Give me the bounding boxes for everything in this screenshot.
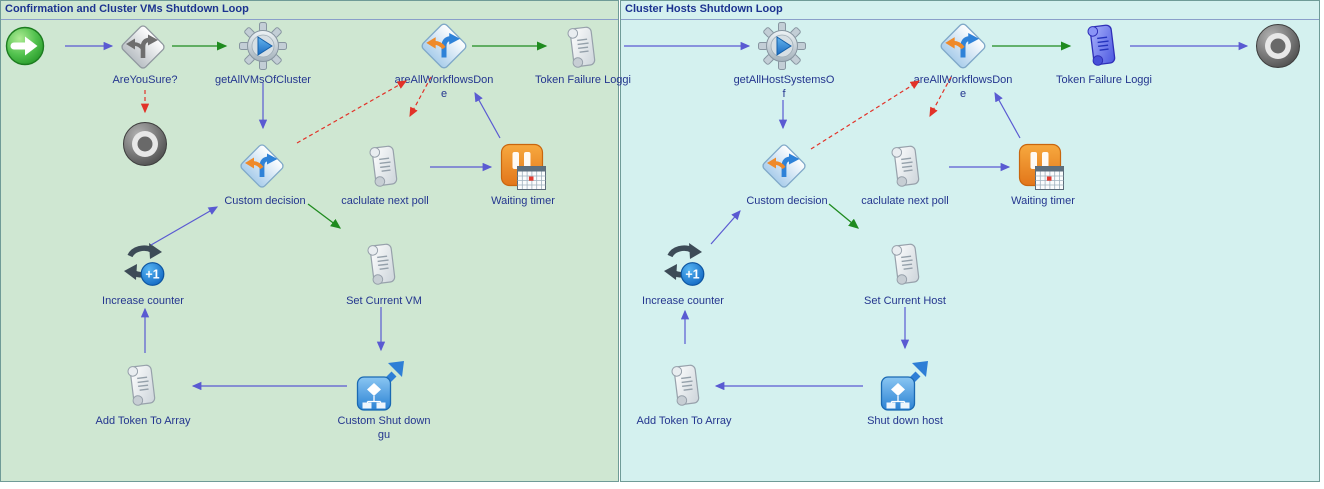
- node-shutdown-host[interactable]: [879, 360, 929, 412]
- node-start[interactable]: [5, 26, 45, 66]
- scriptable-task-icon: [887, 240, 923, 288]
- node-label-add-token-to-array: Add Token To Array: [95, 415, 191, 427]
- increase-counter-icon: [659, 241, 707, 287]
- node-label-increase-counter: Increase counter: [102, 295, 184, 307]
- region-title-vms: Confirmation and Cluster VMs Shutdown Lo…: [1, 1, 618, 20]
- node-label-waiting-timer: Waiting timer: [491, 195, 555, 207]
- action-gear-icon: [757, 21, 807, 71]
- node-label-set-current-vm: Set Current VM: [346, 295, 422, 307]
- node-label-areyousure: AreYouSure?: [112, 74, 178, 86]
- node-areyousure[interactable]: [119, 23, 167, 71]
- custom-decision-icon: [760, 142, 808, 190]
- scriptable-task-icon: [123, 361, 159, 409]
- node-getallhostsystems[interactable]: [757, 21, 807, 71]
- node-increase-counter[interactable]: [119, 241, 167, 287]
- node-end[interactable]: [122, 121, 168, 167]
- workflow-element-icon: [355, 360, 405, 412]
- scriptable-task-icon: [563, 23, 599, 71]
- node-token-failure-logging[interactable]: [563, 23, 599, 71]
- node-custom-shutdown[interactable]: [355, 360, 405, 412]
- node-end-hosts[interactable]: [1255, 23, 1301, 69]
- workflow-element-icon: [879, 360, 929, 412]
- node-label-add-token-to-array-hosts: Add Token To Array: [636, 415, 732, 427]
- scriptable-task-icon: [667, 361, 703, 409]
- node-label-custom-decision-hosts: Custom decision: [746, 195, 828, 207]
- node-areallworkflowsdone-hosts[interactable]: [938, 21, 988, 71]
- decision-icon: [119, 23, 167, 71]
- node-set-current-vm[interactable]: [363, 240, 399, 288]
- waiting-timer-icon: [500, 143, 546, 191]
- node-increase-counter-hosts[interactable]: [659, 241, 707, 287]
- node-waiting-timer[interactable]: [500, 143, 546, 191]
- waiting-timer-icon: [1018, 143, 1064, 191]
- region-vms-shutdown-loop[interactable]: Confirmation and Cluster VMs Shutdown Lo…: [0, 0, 619, 482]
- node-label-waiting-timer-hosts: Waiting timer: [1011, 195, 1075, 207]
- node-calculate-next-poll-hosts[interactable]: [887, 142, 923, 190]
- node-label-shutdown-host: Shut down host: [867, 415, 943, 427]
- node-custom-decision[interactable]: [238, 142, 286, 190]
- node-label-increase-counter-hosts: Increase counter: [642, 295, 724, 307]
- node-label-set-current-host: Set Current Host: [864, 295, 946, 307]
- node-label-custom-decision: Custom decision: [224, 195, 306, 207]
- increase-counter-icon: [119, 241, 167, 287]
- scriptable-task-icon: [887, 142, 923, 190]
- end-icon: [1255, 23, 1301, 69]
- scriptable-task-blue-icon: [1083, 21, 1119, 69]
- node-areallworkflowsdone[interactable]: [419, 21, 469, 71]
- start-icon: [5, 26, 45, 66]
- node-label-calculate-next-poll-hosts: caclulate next poll: [861, 195, 949, 207]
- scriptable-task-icon: [363, 240, 399, 288]
- custom-decision-icon: [419, 21, 469, 71]
- node-calculate-next-poll[interactable]: [365, 142, 401, 190]
- scriptable-task-icon: [365, 142, 401, 190]
- region-title-hosts: Cluster Hosts Shutdown Loop: [621, 1, 1319, 20]
- node-label-calculate-next-poll: caclulate next poll: [341, 195, 429, 207]
- node-label-token-failure-logging-hosts: Token Failure Loggi: [1055, 74, 1152, 86]
- custom-decision-icon: [238, 142, 286, 190]
- region-hosts-shutdown-loop[interactable]: Cluster Hosts Shutdown Loop: [620, 0, 1320, 482]
- node-add-token-to-array-hosts[interactable]: [667, 361, 703, 409]
- node-waiting-timer-hosts[interactable]: [1018, 143, 1064, 191]
- custom-decision-icon: [938, 21, 988, 71]
- node-add-token-to-array[interactable]: [123, 361, 159, 409]
- node-custom-decision-hosts[interactable]: [760, 142, 808, 190]
- node-token-failure-logging-hosts[interactable]: [1083, 21, 1119, 69]
- node-label-getallvmsofcluster: getAllVMsOfCluster: [215, 74, 311, 86]
- end-icon: [122, 121, 168, 167]
- action-gear-icon: [238, 21, 288, 71]
- node-getallvmsofcluster[interactable]: [238, 21, 288, 71]
- node-set-current-host[interactable]: [887, 240, 923, 288]
- node-label-token-failure-logging: Token Failure Loggi: [534, 74, 631, 86]
